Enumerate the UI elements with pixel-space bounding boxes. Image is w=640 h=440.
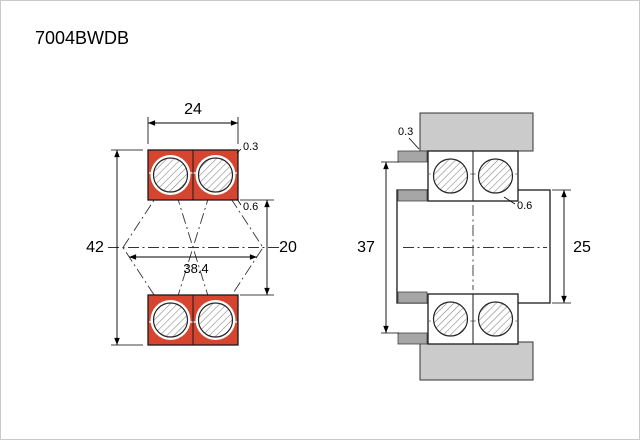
bearing-ball <box>432 158 469 194</box>
bearing-ball <box>197 302 234 338</box>
dim-shaft-shoulder-label: 25 <box>573 239 591 256</box>
left-view-cross-section: 24 42 20 38.4 0.3 0.6 <box>86 101 297 346</box>
dimension-housing-shoulder: 37 <box>357 161 399 334</box>
right-view-mounting: 0.3 37 0.6 25 <box>357 112 591 381</box>
bearing-ball <box>152 302 189 338</box>
shaft <box>396 189 551 304</box>
dimension-width: 24 <box>147 101 239 144</box>
housing-top <box>419 112 534 152</box>
shaft-shoulder-top <box>397 189 428 202</box>
dim-width-label: 24 <box>184 101 202 118</box>
dimension-shaft-chamfer: 0.6 <box>503 196 532 212</box>
dim-inner-chamfer-label: 0.6 <box>243 201 258 213</box>
dim-housing-chamfer-label: 0.3 <box>398 126 413 138</box>
dim-groove-label: 38.4 <box>183 261 208 276</box>
bearing-ball <box>197 157 234 193</box>
housing-shoulder-top <box>397 150 428 163</box>
dim-outer-chamfer-label: 0.3 <box>243 141 258 153</box>
dim-outer-diameter-label: 42 <box>86 239 104 256</box>
bearing-ball <box>432 301 469 337</box>
shaft-shoulder-bottom <box>397 291 428 304</box>
dim-shaft-chamfer-label: 0.6 <box>517 200 532 212</box>
dimension-groove-diameter: 38.4 <box>129 254 257 276</box>
dimension-outer-chamfer: 0.3 <box>236 141 258 154</box>
housing-shoulder-bottom <box>397 332 428 345</box>
dim-housing-shoulder-label: 37 <box>357 239 375 256</box>
page-title: 7004BWDB <box>35 28 129 48</box>
bearing-ball <box>477 158 514 194</box>
dimension-shaft-shoulder: 25 <box>552 189 591 304</box>
dimension-bore: 20 <box>240 199 297 296</box>
dimension-inner-chamfer: 0.6 <box>236 198 258 213</box>
dimension-housing-chamfer: 0.3 <box>398 126 420 150</box>
bearing-ball <box>477 301 514 337</box>
bearing-ball <box>152 157 189 193</box>
housing-bottom <box>419 341 534 381</box>
dim-bore-label: 20 <box>279 239 297 256</box>
dimension-outer-diameter: 42 <box>86 149 143 346</box>
